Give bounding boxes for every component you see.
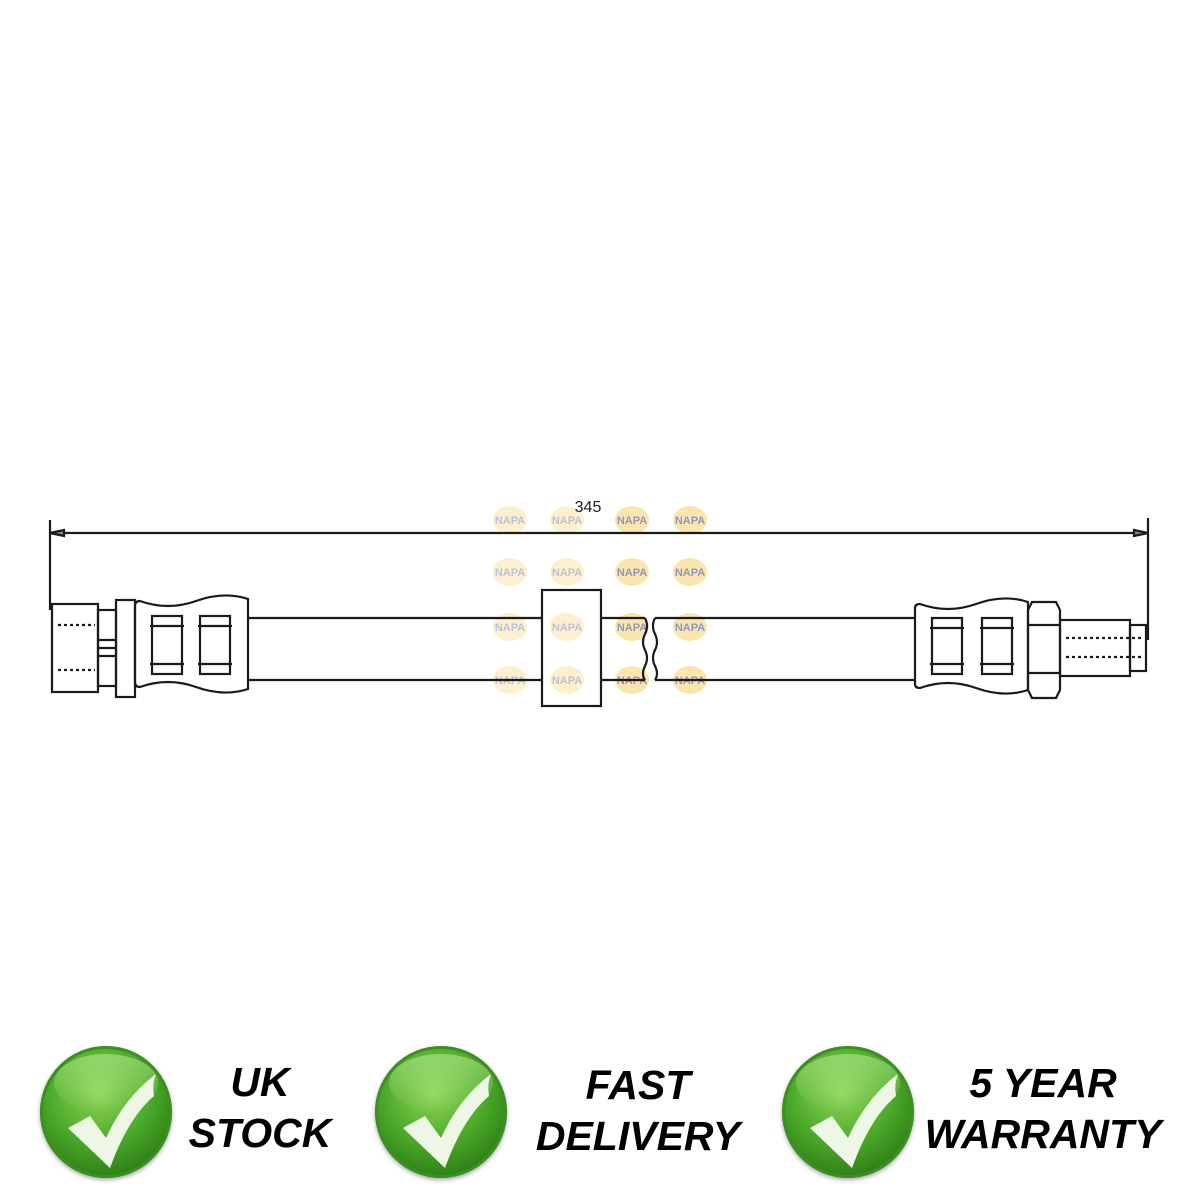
napa-watermark-logo: NAPA	[615, 558, 649, 586]
badge-line1: FAST	[585, 1062, 691, 1108]
left-ferrule	[133, 594, 250, 694]
svg-text:NAPA: NAPA	[495, 515, 525, 527]
napa-watermark-logo: NAPA	[550, 613, 584, 641]
napa-watermark-logo: NAPA	[550, 666, 584, 694]
green-check-icon	[375, 1046, 507, 1178]
svg-text:NAPA: NAPA	[552, 567, 582, 579]
napa-watermark-logo: NAPA	[673, 506, 707, 534]
svg-text:NAPA: NAPA	[675, 567, 705, 579]
right-ferrule	[913, 597, 1030, 695]
napa-watermark-logo: NAPA	[615, 613, 649, 641]
dimension-label: 345	[575, 499, 602, 516]
svg-text:NAPA: NAPA	[675, 622, 705, 634]
badge-5-year-warranty: 5 YEAR WARRANTY	[893, 1058, 1193, 1160]
napa-watermark-logo: NAPA	[493, 506, 527, 534]
left-fitting	[50, 598, 137, 699]
hose-clip	[540, 588, 603, 708]
svg-text:NAPA: NAPA	[617, 622, 647, 634]
napa-watermark-logo: NAPA	[493, 558, 527, 586]
napa-watermark-logo: NAPA	[673, 613, 707, 641]
svg-text:NAPA: NAPA	[552, 515, 582, 527]
napa-watermark-logo: NAPA	[673, 558, 707, 586]
napa-watermarks: NAPA NAPA NAPA NAPA NAPA NAPA NAPA NAPA NAPA NAPA…	[493, 506, 707, 694]
green-check-icon	[782, 1046, 914, 1178]
right-hex-nut-and-thread	[1026, 600, 1148, 700]
svg-text:NAPA: NAPA	[552, 675, 582, 687]
badge-line1: UK	[230, 1059, 290, 1105]
dimension-line	[48, 518, 1150, 640]
svg-text:NAPA: NAPA	[675, 515, 705, 527]
svg-text:NAPA: NAPA	[495, 567, 525, 579]
svg-text:NAPA: NAPA	[495, 622, 525, 634]
napa-watermark-logo: NAPA	[550, 506, 584, 534]
svg-text:NAPA: NAPA	[617, 515, 647, 527]
napa-watermark-logo: NAPA	[615, 506, 649, 534]
badge-uk-stock: UK STOCK	[110, 1057, 410, 1159]
svg-text:NAPA: NAPA	[552, 622, 582, 634]
svg-text:NAPA: NAPA	[617, 567, 647, 579]
badge-line2: STOCK	[188, 1110, 332, 1156]
napa-watermark-logo: NAPA	[493, 613, 527, 641]
green-check-icon	[40, 1046, 172, 1178]
badge-fast-delivery: FAST DELIVERY	[488, 1060, 788, 1162]
badge-line2: WARRANTY	[924, 1111, 1162, 1157]
napa-watermark-logo: NAPA	[550, 558, 584, 586]
badge-line2: DELIVERY	[535, 1113, 741, 1159]
badge-line1: 5 YEAR	[969, 1060, 1117, 1106]
hose	[248, 616, 915, 682]
